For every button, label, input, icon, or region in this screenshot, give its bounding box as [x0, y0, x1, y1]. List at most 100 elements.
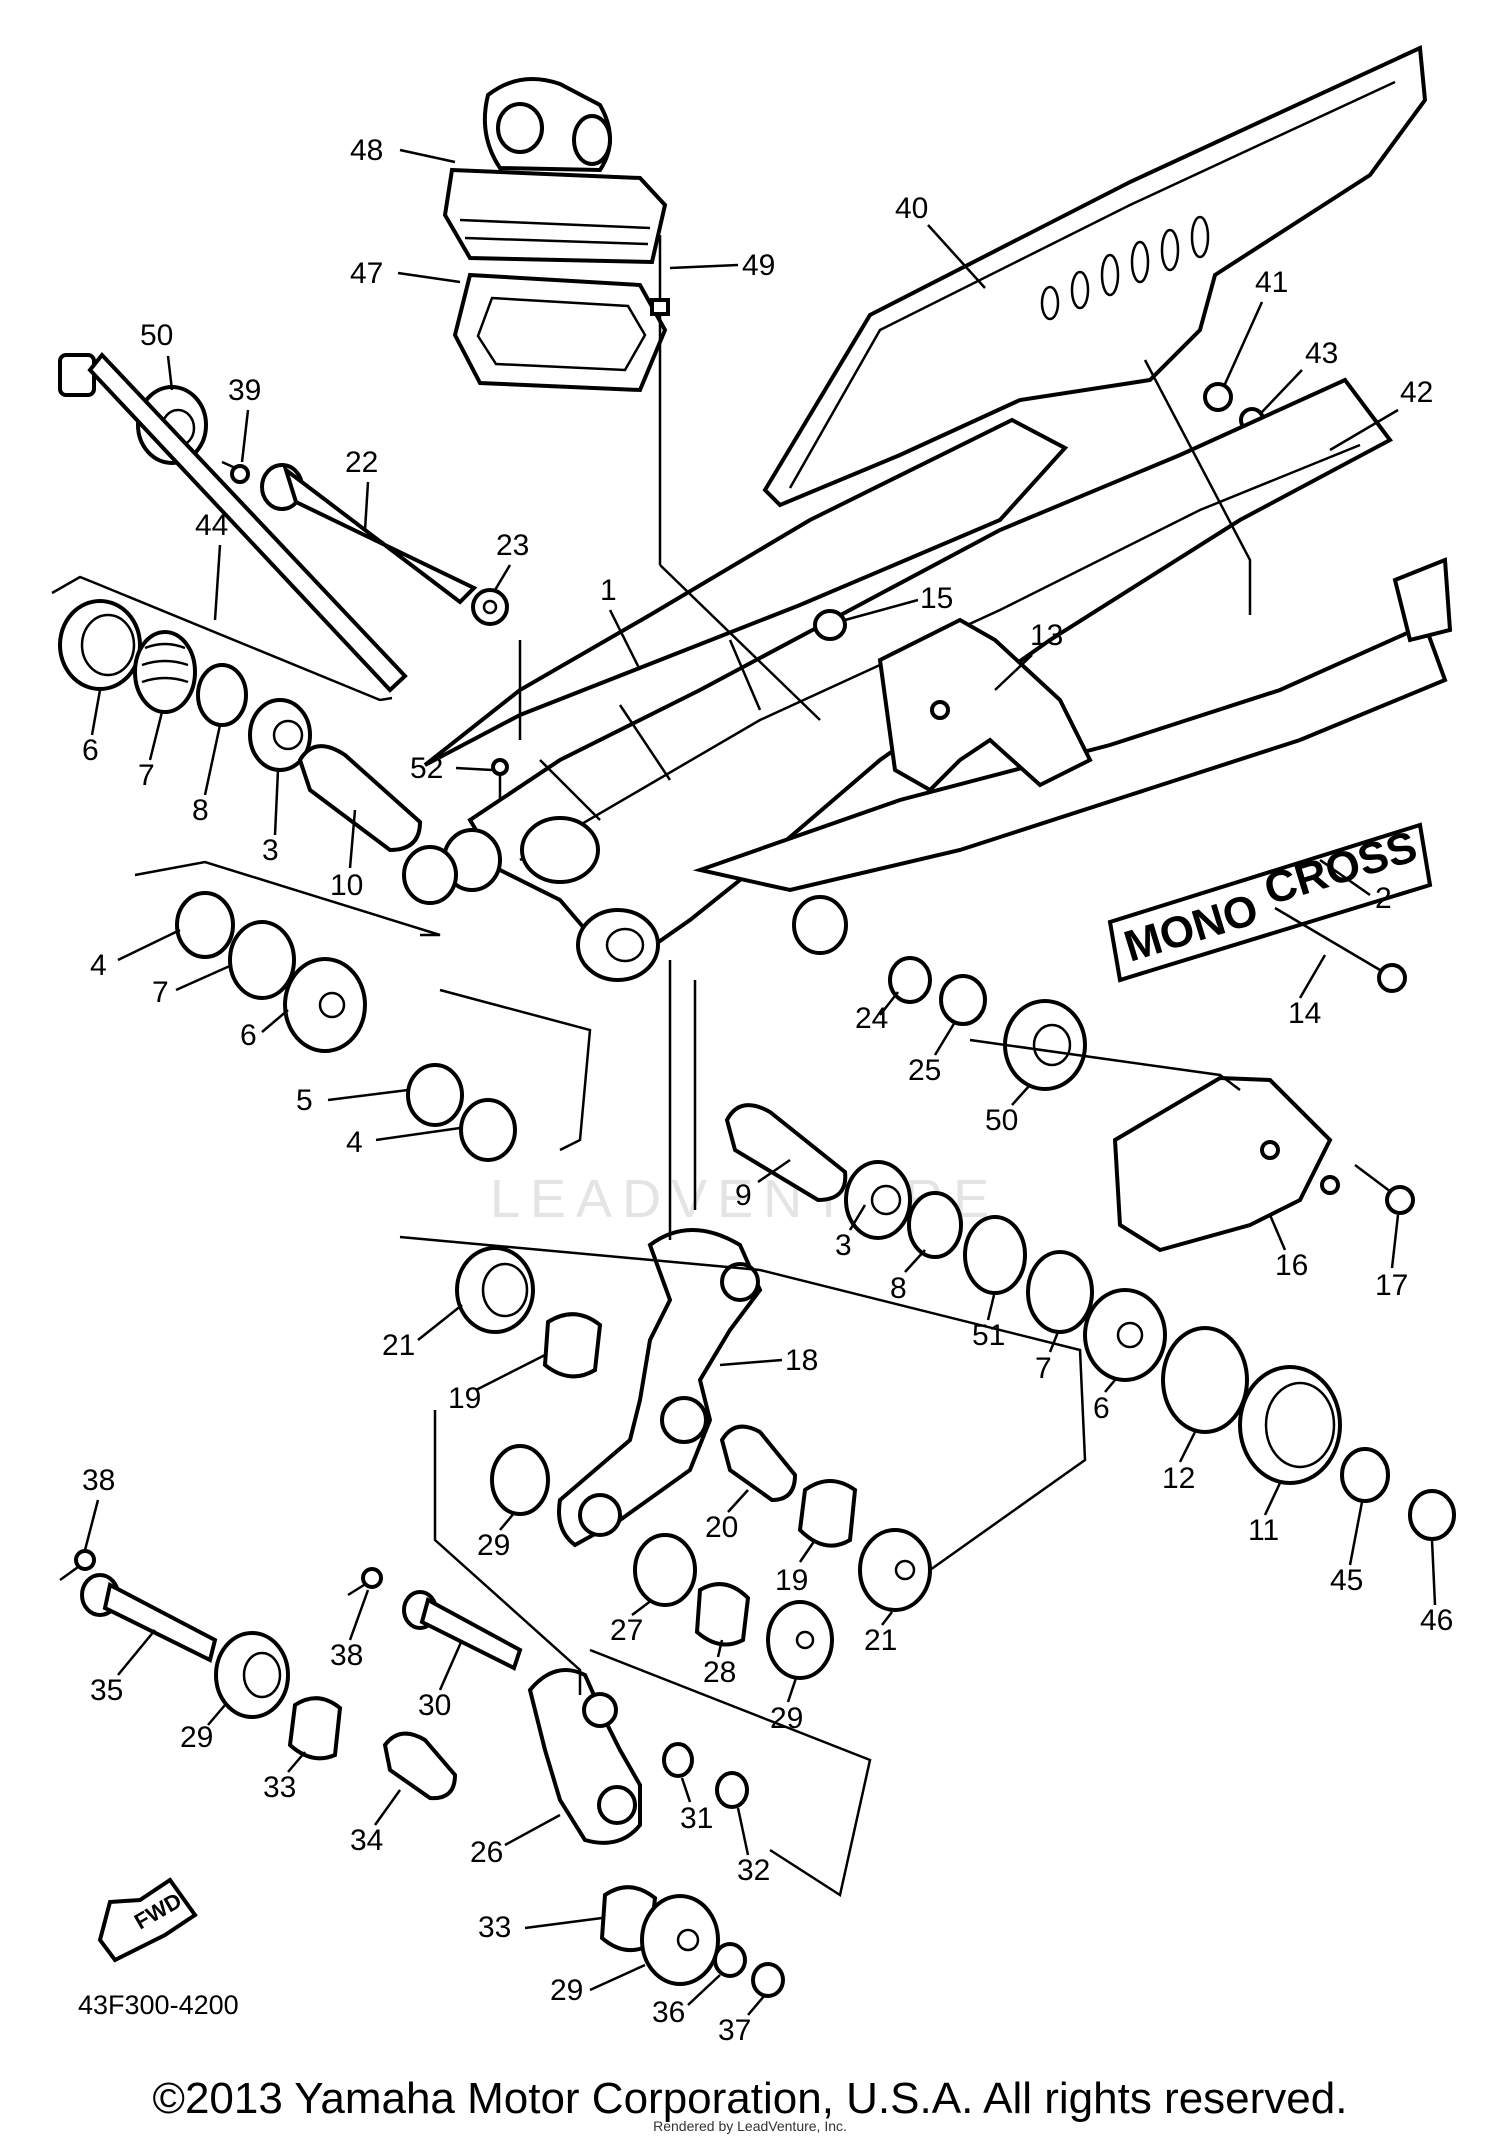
callout-label: 39 [228, 374, 261, 407]
callout-6c: 6 [1093, 1379, 1116, 1425]
callout-46: 46 [1420, 1539, 1453, 1637]
callout-5: 5 [296, 1084, 409, 1117]
part-8-washer-lower [907, 1191, 963, 1259]
callout-label: 5 [296, 1084, 313, 1117]
callout-27: 27 [610, 1599, 653, 1647]
callout-18: 18 [719, 1344, 818, 1377]
callout-label: 29 [477, 1529, 510, 1562]
group-bracket-relay [433, 1410, 582, 1695]
callout-label: 23 [496, 529, 529, 562]
part-41-collar [1203, 382, 1233, 412]
callout-19b: 19 [775, 1539, 817, 1597]
callout-29d: 29 [550, 1963, 646, 2007]
callout-23: 23 [493, 529, 529, 591]
callout-label: 15 [920, 582, 953, 615]
callout-label: 19 [775, 1564, 808, 1597]
callout-8b: 8 [890, 1249, 926, 1305]
callout-42: 42 [1329, 376, 1433, 452]
part-34-collar [382, 1731, 458, 1801]
callout-13: 13 [994, 619, 1063, 691]
callout-label: 7 [138, 759, 155, 792]
part-36-washer [713, 1942, 747, 1978]
callout-33b: 33 [478, 1911, 603, 1944]
callout-label: 35 [90, 1674, 123, 1707]
callout-label: 13 [1030, 619, 1063, 652]
part-29-seal-d [640, 1894, 720, 1986]
callout-51: 51 [972, 1294, 1005, 1352]
callout-34: 34 [350, 1789, 402, 1857]
callout-10: 10 [330, 809, 363, 902]
callout-label: 14 [1288, 997, 1321, 1030]
part-20-collar [719, 1424, 798, 1503]
callout-label: 31 [680, 1802, 713, 1835]
callout-label: 33 [478, 1911, 511, 1944]
callout-label: 29 [550, 1974, 583, 2007]
callout-label: 46 [1420, 1604, 1453, 1637]
part-39-grease-nipple [221, 460, 250, 484]
part-10-collar [297, 744, 423, 853]
callout-14: 14 [1288, 954, 1327, 1030]
callout-7a: 7 [138, 711, 164, 792]
fwd-arrow-icon: FWD [97, 1877, 198, 1963]
part-22-shaft [260, 463, 478, 605]
callout-label: 51 [972, 1319, 1005, 1352]
part-24-washer [888, 956, 932, 1004]
callout-label: 6 [240, 1019, 257, 1052]
part-4-bushing-lower [175, 891, 235, 959]
callout-label: 34 [350, 1824, 383, 1857]
part-35-bolt [80, 1573, 218, 1663]
group-bracket-lower-center [399, 1235, 1087, 1572]
callout-16: 16 [1268, 1214, 1308, 1282]
part-33-collar-a [287, 1696, 343, 1761]
part-6-seal-right [1083, 1288, 1167, 1382]
part-7-bushing-right [1026, 1250, 1094, 1334]
callout-label: 1 [600, 574, 617, 607]
part-32-nut [715, 1771, 749, 1809]
callout-30: 30 [418, 1639, 464, 1722]
callout-label: 21 [382, 1329, 415, 1362]
part-37-nut [751, 1962, 785, 1998]
callout-47: 47 [350, 257, 461, 290]
callout-label: 8 [890, 1272, 907, 1305]
part-49-screw [650, 235, 670, 316]
callout-label: 3 [835, 1229, 852, 1262]
callout-41: 41 [1223, 266, 1288, 385]
part-51-washer [963, 1215, 1027, 1295]
part-46-nut [1408, 1489, 1456, 1541]
callout-label: 38 [330, 1639, 363, 1672]
part-7-bushing-lower [228, 920, 296, 1000]
part-7-bushing-upper [133, 630, 197, 714]
callout-3a: 3 [262, 769, 280, 867]
callout-31: 31 [680, 1777, 713, 1835]
callout-2: 2 [1319, 858, 1392, 915]
callout-label: 2 [1375, 882, 1392, 915]
part-16-chain-guide [1112, 1075, 1340, 1253]
part-21-seal-upper [455, 1246, 535, 1334]
group-bracket-mid-left [134, 860, 441, 937]
callout-label: 43 [1305, 337, 1338, 370]
part-52-grease-nipple [491, 758, 509, 800]
part-11-housing [1238, 1365, 1342, 1485]
callout-label: 48 [350, 134, 383, 167]
callout-label: 25 [908, 1054, 941, 1087]
part-38-nipple-b [347, 1567, 383, 1597]
callout-label: 47 [350, 257, 383, 290]
part-29-seal-a [490, 1444, 550, 1516]
part-31-washer [662, 1742, 694, 1778]
callout-25: 25 [908, 1021, 957, 1087]
callout-label: 50 [140, 319, 173, 352]
part-4-bushing-mid [459, 1098, 517, 1162]
callout-22: 22 [345, 446, 378, 531]
callout-label: 21 [864, 1624, 897, 1657]
callout-label: 49 [742, 249, 775, 282]
callout-label: 11 [1248, 1514, 1279, 1547]
callout-label: 40 [895, 192, 928, 225]
group-bracket-49b [659, 564, 821, 721]
callout-label: 22 [345, 446, 378, 479]
callout-label: 26 [470, 1836, 503, 1869]
part-9-collar [724, 1103, 848, 1203]
part-48-cover [442, 77, 668, 265]
callout-label: 45 [1330, 1564, 1363, 1597]
callout-28: 28 [703, 1639, 736, 1689]
